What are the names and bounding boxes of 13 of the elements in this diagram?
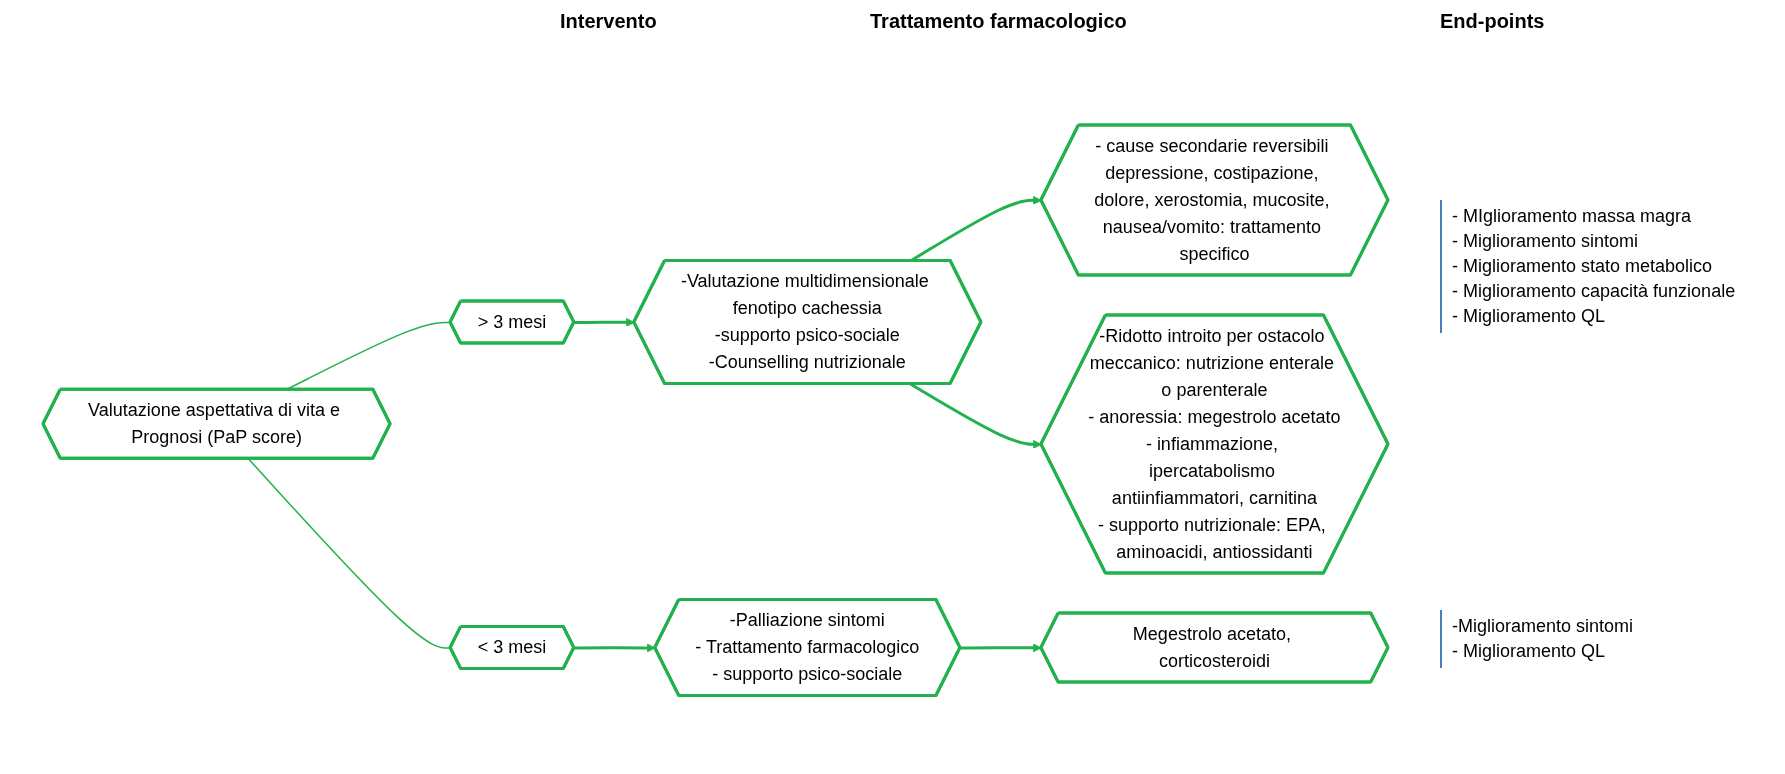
end-point-item: - Miglioramento QL <box>1452 306 1607 327</box>
end-point-item: -Miglioramento sintomi <box>1452 616 1634 637</box>
end-point-item: - Miglioramento capacità funzionale <box>1452 281 1736 302</box>
arrow <box>573 317 635 327</box>
end-point-item: - Miglioramento sintomi <box>1452 231 1640 252</box>
column-heading: Trattamento farmacologico <box>870 10 1127 33</box>
arrow <box>959 643 1042 652</box>
column-heading: Intervento <box>560 10 657 33</box>
end-point-item: - Miglioramento stato metabolico <box>1452 256 1714 277</box>
arrow <box>573 643 656 653</box>
end-point-item: - Miglioramento QL <box>1452 641 1607 662</box>
column-heading: End-points <box>1440 10 1545 33</box>
end-point-item: - MIglioramento massa magra <box>1452 206 1693 227</box>
